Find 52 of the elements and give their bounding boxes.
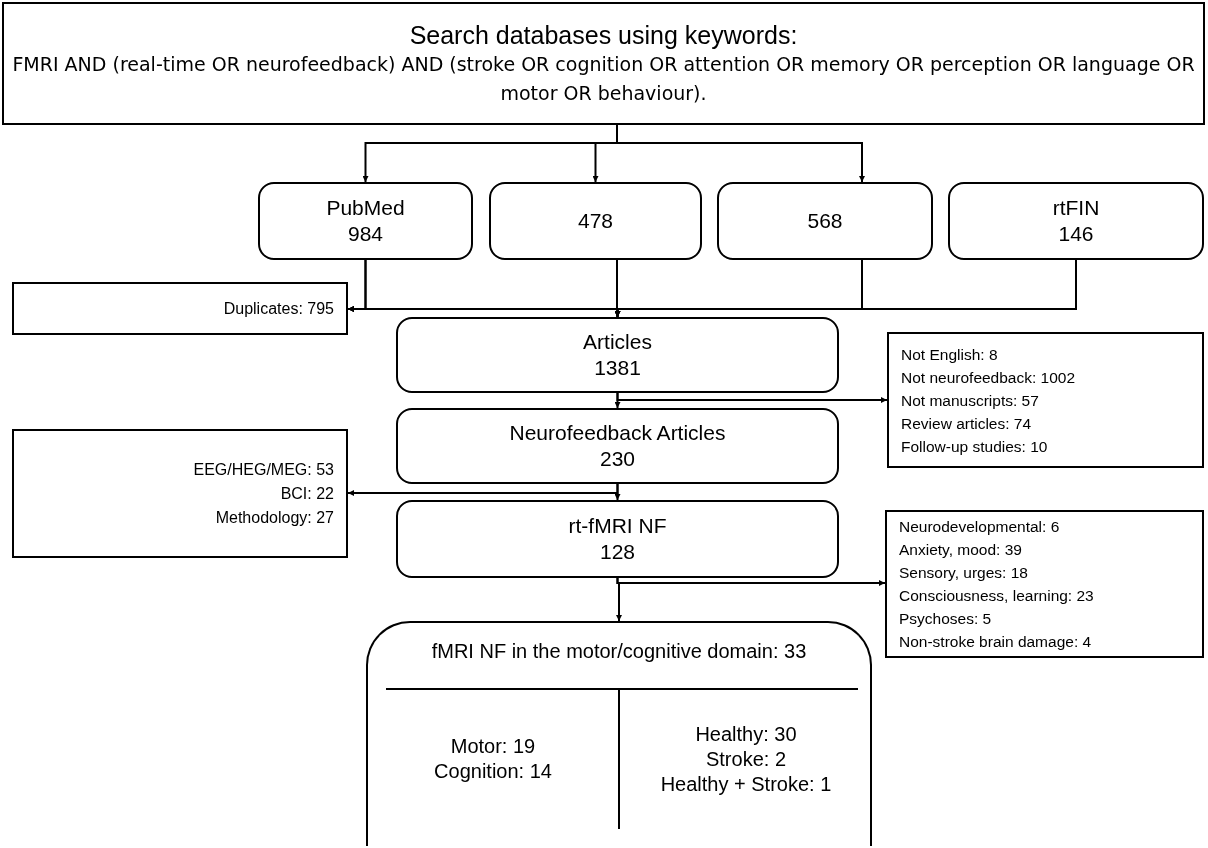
exclusion-reason: Duplicates: 795 [223,298,334,319]
arrow [616,392,888,403]
count-text: 478 [577,208,613,234]
exclusion-reason: Consciousness, learning: 23 [899,586,1094,606]
exclusion-reason: Anxiety, mood: 39 [899,540,1022,560]
count-text: 128 [599,539,635,565]
database-box [948,182,1204,260]
box-heading: PubMed [326,195,405,221]
category-count: Stroke: 2 [705,746,786,772]
category-count: Healthy + Stroke: 1 [660,771,832,797]
exclusion-reason: Not neurofeedback: 1002 [901,367,1076,388]
box-heading: rt-fMRI NF [568,513,667,539]
count-text: 230 [599,446,635,472]
exclusion-reason: EEG/HEG/MEG: 53 [193,459,334,480]
exclusion-reason: Non-stroke brain damage: 4 [899,632,1092,652]
exclusion-reason: Not English: 8 [901,344,998,365]
category-count: Cognition: 14 [434,759,552,784]
count-text: 146 [1058,221,1094,247]
exclusion-box [12,282,348,335]
exclusion-reason: Sensory, urges: 18 [899,563,1028,583]
result-box [366,621,872,846]
exclusion-reason: Follow-up studies: 10 [901,436,1048,457]
heading-text: Search databases using keywords: [409,19,798,50]
exclusion-box [12,429,348,558]
count-text: 1381 [594,355,641,381]
count-text: 568 [807,208,843,234]
database-box [717,182,933,260]
stage-box [396,408,839,484]
exclusion-reason: Not manuscripts: 57 [901,390,1039,411]
keyword-query-text: FMRI AND (real-time OR neurofeedback) AND (stroke OR cognition OR attention OR memory OR perception OR language OR motor OR behaviour). [12,51,1195,106]
stage-box [396,317,839,393]
category-count: Healthy: 30 [695,721,797,747]
exclusion-box [887,332,1204,468]
exclusion-reason: Methodology: 27 [215,507,334,528]
search-box [2,2,1205,125]
box-heading: rtFIN [1052,195,1100,221]
arrow [347,483,619,496]
stage-box [396,500,839,578]
box-heading: fMRI NF in the motor/cognitive domain: 33 [431,639,807,664]
arrow [616,577,886,586]
box-heading: Neurofeedback Articles [509,420,726,446]
box-heading: Articles [583,329,652,355]
exclusion-reason: BCI: 22 [280,483,334,504]
count-text: 984 [347,221,383,247]
category-count: Motor: 19 [450,734,536,759]
exclusion-reason: Neurodevelopmental: 6 [899,517,1060,537]
exclusion-reason: Psychoses: 5 [899,609,992,629]
database-box [489,182,702,260]
exclusion-reason: Review articles: 74 [901,413,1032,434]
database-box [258,182,473,260]
arrow [616,124,865,183]
exclusion-box [885,510,1204,658]
